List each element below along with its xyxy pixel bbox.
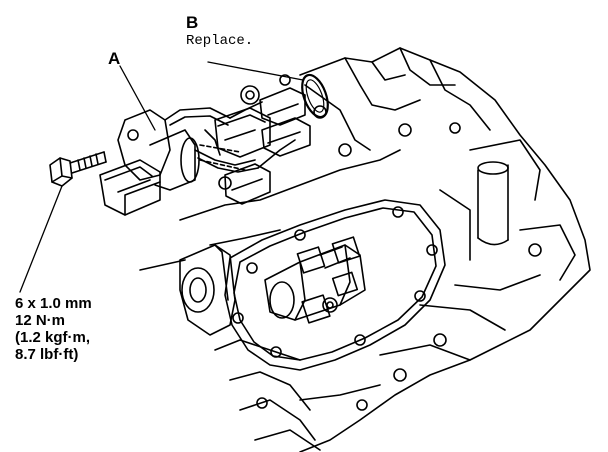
sensor-mount-boss: [179, 244, 236, 336]
shift-solenoid-assembly: [264, 236, 366, 324]
o-ring-b: [301, 73, 329, 119]
torque-spec-line: 12 N·m: [15, 312, 66, 329]
transmission-housing: [139, 47, 591, 452]
harness-connectors: [214, 87, 311, 205]
callout-a-label: A: [108, 49, 121, 68]
torque-spec-line: (1.2 kgf·m,: [15, 329, 91, 346]
callout-b-label: B: [186, 13, 199, 32]
torque-spec-line: 6 x 1.0 mm: [15, 295, 92, 312]
leader-line-a: [119, 65, 156, 131]
torque-spec: 6 x 1.0 mm 12 N·m (1.2 kgf·m, 8.7 lbf·ft…: [15, 295, 92, 363]
replace-note: Replace.: [186, 33, 254, 49]
leader-line-bolt: [19, 185, 63, 293]
speed-sensor-a: [99, 107, 259, 216]
flange-bolt: [49, 151, 107, 187]
leader-line-b: [207, 61, 304, 81]
torque-spec-line: 8.7 lbf·ft): [15, 346, 79, 363]
